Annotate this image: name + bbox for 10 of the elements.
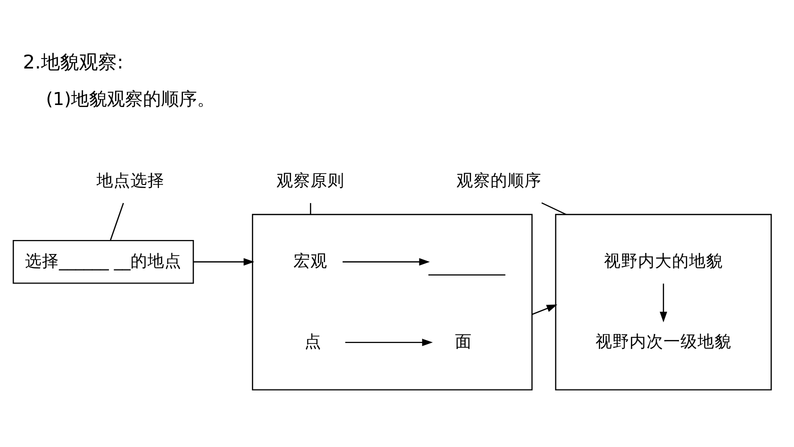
diagram-title: 2.地貌观察: bbox=[22, 51, 124, 74]
node-text: 面 bbox=[454, 331, 472, 350]
node-text: 宏观 bbox=[294, 250, 328, 270]
node-text: 视野内大的地貌 bbox=[604, 250, 723, 270]
node-text: 地点选择 bbox=[96, 170, 165, 190]
node-text: 点 bbox=[304, 331, 322, 350]
node-text: 观察的顺序 bbox=[456, 170, 542, 190]
label: (1)地貌观察的顺序。 bbox=[46, 89, 216, 110]
node-text: 视野内次一级地貌 bbox=[595, 331, 732, 350]
node-text: 观察原则 bbox=[276, 170, 345, 190]
